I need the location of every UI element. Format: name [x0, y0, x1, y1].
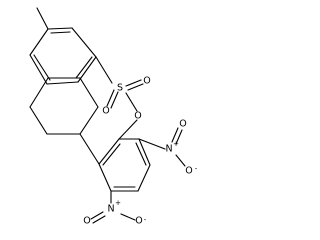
ester-oxygen-phenyl-bond [118, 119, 138, 140]
sulfonyl-oxygen-left-label: O [102, 106, 109, 117]
tolyl-bond-3 [77, 56, 97, 83]
para-nitro-oxygen-left-label: O [83, 216, 90, 227]
cyclohexyl-bond-6 [79, 106, 99, 135]
tolyl-bond-3-inner [75, 56, 93, 79]
sulfonyl-o-right-bond-b [127, 83, 144, 91]
tolyl-bond-6 [29, 28, 49, 56]
tolyl-bond-4 [46, 81, 79, 85]
methyl-bond [36, 7, 49, 30]
para-nitro-negative-charge: - [144, 216, 147, 224]
aryl-sulfur-bond [95, 56, 113, 84]
molecule-structure: S O O O N + O O - N + O O - [29, 7, 198, 227]
sulfonyl-o-left-bond-a [106, 89, 115, 107]
ortho-nitro-attach-bond [138, 138, 166, 150]
ortho-nitro-oxygen-bottom-label: O [185, 166, 192, 177]
para-nitro-o-left-bond-a [90, 211, 104, 220]
phenyl-bond-5 [138, 138, 151, 166]
ortho-nitro-oxygen-top-label: O [179, 119, 186, 130]
sulfur-label: S [117, 83, 123, 94]
sulfonyl-o-right-bond-a [125, 79, 142, 87]
tolyl-bond-2 [71, 27, 97, 58]
tolyl-bond-5 [29, 54, 48, 85]
cyclohexyl-bond-5 [79, 77, 99, 108]
sulfur-ester-oxygen-bond [125, 92, 138, 112]
phenyl-bond-1-inner [102, 143, 121, 166]
para-nitro-positive-charge: + [115, 199, 121, 207]
cyclohexyl-attach-bond [79, 133, 100, 165]
ester-oxygen-label: O [134, 111, 141, 122]
ortho-nitro-negative-charge: - [195, 165, 198, 173]
phenyl-bond-1 [98, 138, 120, 165]
ortho-nitro-o-top-bond-a [171, 127, 179, 143]
cyclohexyl-bond-2 [29, 106, 48, 135]
para-nitro-o-left-bond-b [92, 215, 106, 224]
phenyl-bond-4 [137, 164, 151, 192]
ortho-nitro-positive-charge: + [173, 140, 179, 148]
ortho-nitro-o-top-bond-b [175, 129, 183, 145]
cyclohexyl-bond-3 [29, 77, 49, 108]
para-nitro-oxygen-right-label: O [135, 216, 142, 227]
ortho-nitro-o-bottom-bond [175, 154, 186, 167]
tolyl-bond-5-inner [33, 54, 51, 81]
para-nitro-o-right-bond [120, 213, 136, 221]
sulfonyl-oxygen-right-label: O [143, 76, 150, 87]
atom-labels: S O O O N + O O - N + O O - [83, 76, 197, 227]
bonds [29, 7, 186, 224]
phenyl-bond-2 [98, 163, 112, 192]
para-nitro-nitrogen-label: N [107, 204, 114, 215]
phenyl-bond-5-inner [135, 142, 147, 166]
ortho-nitro-nitrogen-label: N [165, 144, 172, 155]
tolyl-bond-1 [47, 27, 73, 30]
tolyl-bond-1-inner [50, 31, 71, 34]
sulfonyl-o-left-bond-b [110, 91, 119, 109]
